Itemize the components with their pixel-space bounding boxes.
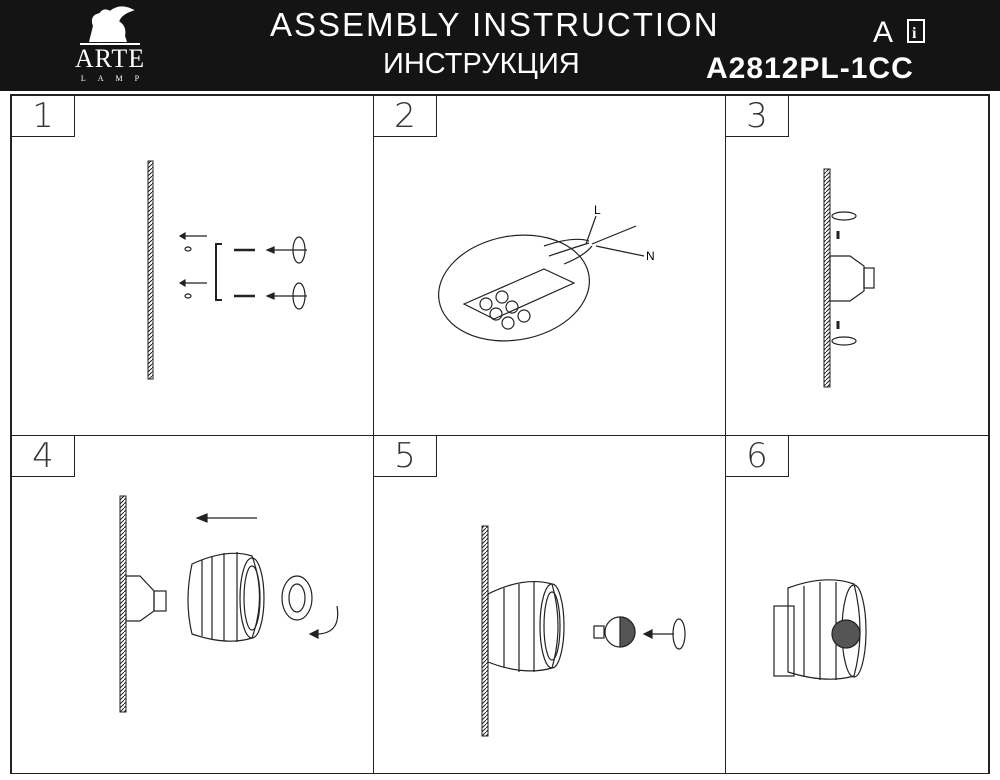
step-number: 5 — [374, 436, 437, 477]
step-4-diagram — [119, 495, 339, 713]
step-2-panel: 2 L N — [373, 95, 726, 436]
step-1-panel: 1 — [11, 95, 374, 436]
info-book-icon: i — [906, 19, 925, 43]
step-3-diagram — [823, 168, 875, 388]
neutral-wire-label: N — [646, 249, 655, 263]
document-header: ARTE LAMP ASSEMBLY INSTRUCTION ИНСТРУКЦИ… — [0, 0, 1000, 91]
step-5-diagram — [481, 525, 686, 737]
step-6-diagram — [773, 579, 867, 680]
step-4-panel: 4 — [11, 435, 374, 774]
step-5-panel: 5 — [373, 435, 726, 774]
step-3-panel: 3 — [725, 95, 989, 436]
live-wire-label: L — [594, 203, 601, 217]
svg-text:i: i — [912, 25, 917, 42]
step-number: 1 — [12, 96, 75, 137]
step-number: 3 — [726, 96, 789, 137]
arte-lamp-logo: ARTE LAMP — [60, 6, 160, 86]
document-subtitle: ИНСТРУКЦИЯ — [383, 48, 580, 80]
step-1-diagram — [147, 160, 307, 380]
step-number: 6 — [726, 436, 789, 477]
step-6-panel: 6 — [725, 435, 989, 774]
step-2-wiring-diagram: L N — [438, 203, 655, 342]
step-number: 4 — [12, 436, 75, 477]
winged-lion-icon — [80, 6, 140, 45]
model-number: A2812PL-1CC — [706, 52, 914, 85]
language-mark: A i — [873, 16, 928, 50]
steps-grid: 1 2 — [10, 94, 990, 774]
step-number: 2 — [374, 96, 437, 137]
document-title: ASSEMBLY INSTRUCTION — [270, 6, 720, 43]
